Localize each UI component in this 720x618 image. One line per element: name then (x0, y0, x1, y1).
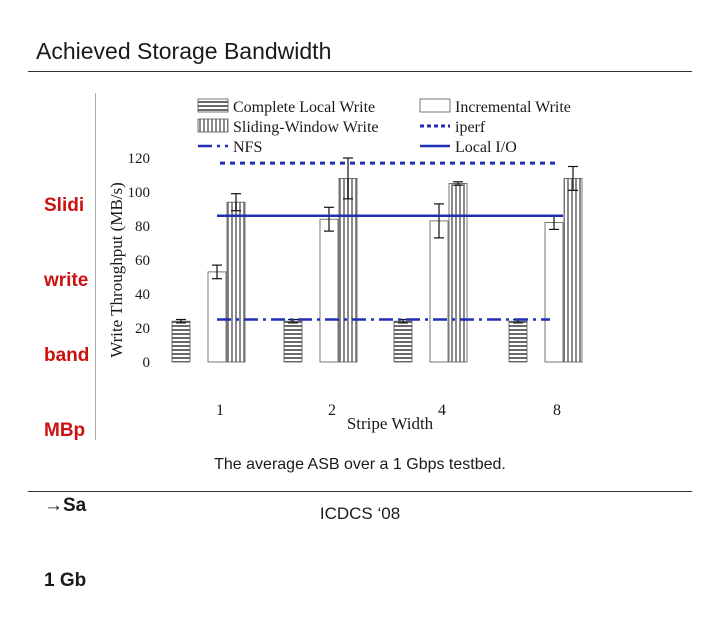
bar-plain-8 (544, 222, 564, 363)
footer-divider (28, 491, 692, 492)
legend-label: Local I/O (455, 139, 517, 156)
y-tick-label: 40 (135, 287, 150, 303)
bullet-line-4: MBp (44, 420, 86, 441)
chart-caption: The average ASB over a 1 Gbps testbed. (214, 456, 506, 473)
bar-horizontal-stripes-1 (171, 320, 191, 363)
chart-background (95, 93, 630, 440)
bar-vertical-stripes-8 (563, 178, 583, 363)
bar-horizontal-stripes-2 (283, 320, 303, 363)
x-tick-label: 2 (328, 402, 336, 419)
bullet-line-6: 1 Gb (44, 570, 87, 591)
legend-swatch (197, 118, 229, 133)
y-tick-label: 20 (135, 321, 150, 337)
bar-plain-1 (207, 271, 227, 363)
y-tick-label: 60 (135, 253, 150, 269)
bar-vertical-stripes-1 (226, 201, 246, 363)
y-tick-label: 0 (143, 355, 151, 371)
x-axis-label: Stripe Width (347, 414, 434, 433)
footer-text: ICDCS ‘08 (319, 504, 401, 523)
bar-plain-4 (429, 220, 449, 363)
legend-label: NFS (233, 139, 262, 156)
bar-horizontal-stripes-8 (508, 320, 528, 363)
bullet-line-1: Slidi (44, 195, 85, 216)
x-tick-label: 8 (553, 402, 561, 419)
y-tick-label: 100 (128, 185, 151, 201)
bullet-line-5: →Sa (44, 495, 87, 516)
legend-label: iperf (455, 119, 486, 136)
bar-vertical-stripes-4 (448, 183, 468, 363)
y-tick-label: 120 (128, 151, 151, 167)
y-axis-label: Write Throughput (MB/s) (107, 182, 126, 358)
legend-swatch (197, 98, 229, 113)
bullet-line-3: band (44, 345, 90, 366)
bullet-line-2: write (44, 270, 89, 291)
bar-vertical-stripes-2 (338, 178, 358, 363)
slide-title: Achieved Storage Bandwidth (36, 38, 332, 64)
legend-label: Sliding-Window Write (233, 119, 379, 136)
bar-horizontal-stripes-4 (393, 320, 413, 363)
legend-label: Complete Local Write (233, 99, 375, 116)
bar-plain-2 (319, 218, 339, 363)
x-tick-label: 4 (438, 402, 446, 419)
title-divider (28, 71, 692, 72)
legend-swatch (419, 98, 451, 113)
y-tick-label: 80 (135, 219, 150, 235)
x-tick-label: 1 (216, 402, 224, 419)
legend-label: Incremental Write (455, 99, 571, 116)
bullet-text: Slidi write band MBp →Sa 1 Gb (44, 143, 89, 618)
